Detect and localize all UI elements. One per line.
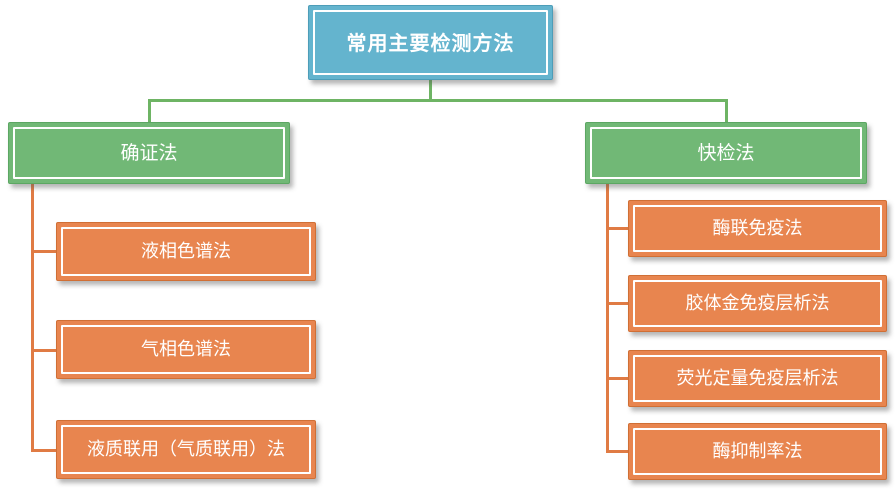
branch-node-label: 确证法 [120,141,178,164]
leaf-node: 荧光定量免疫层析法 [628,350,887,407]
leaf-node: 液质联用（气质联用）法 [56,420,316,479]
leaf-node: 液相色谱法 [56,222,316,281]
connector-left-stub-2 [31,349,57,352]
connector-root-stem [429,80,432,101]
connector-right-stub-3 [606,377,629,380]
leaf-node: 酶联免疫法 [628,200,887,257]
connector-left-stub-3 [31,449,57,452]
leaf-node-label: 气相色谱法 [141,338,231,360]
connector-left-stub-1 [31,250,57,253]
leaf-node-label: 荧光定量免疫层析法 [676,367,839,389]
branch-node-confirmation: 确证法 [8,122,290,184]
root-node-label: 常用主要检测方法 [346,30,515,55]
leaf-node-label: 胶体金免疫层析法 [685,292,830,314]
leaf-node: 胶体金免疫层析法 [628,275,887,332]
branch-node-rapid-detection: 快检法 [585,122,867,184]
leaf-node: 气相色谱法 [56,320,316,379]
connector-branch-horizontal [148,99,728,102]
leaf-node-label: 液相色谱法 [141,240,231,262]
leaf-node-label: 液质联用（气质联用）法 [87,438,285,460]
root-node: 常用主要检测方法 [308,5,553,80]
connector-left-vertical [31,184,34,452]
connector-right-stub-4 [606,450,629,453]
connector-drop-left-branch [148,99,151,123]
connector-right-stub-2 [606,302,629,305]
leaf-node-label: 酶抑制率法 [712,440,803,462]
branch-node-label: 快检法 [697,141,755,164]
leaf-node-label: 酶联免疫法 [712,217,803,239]
connector-right-stub-1 [606,227,629,230]
connector-right-vertical [606,184,609,453]
leaf-node: 酶抑制率法 [628,423,887,480]
connector-drop-right-branch [725,99,728,123]
